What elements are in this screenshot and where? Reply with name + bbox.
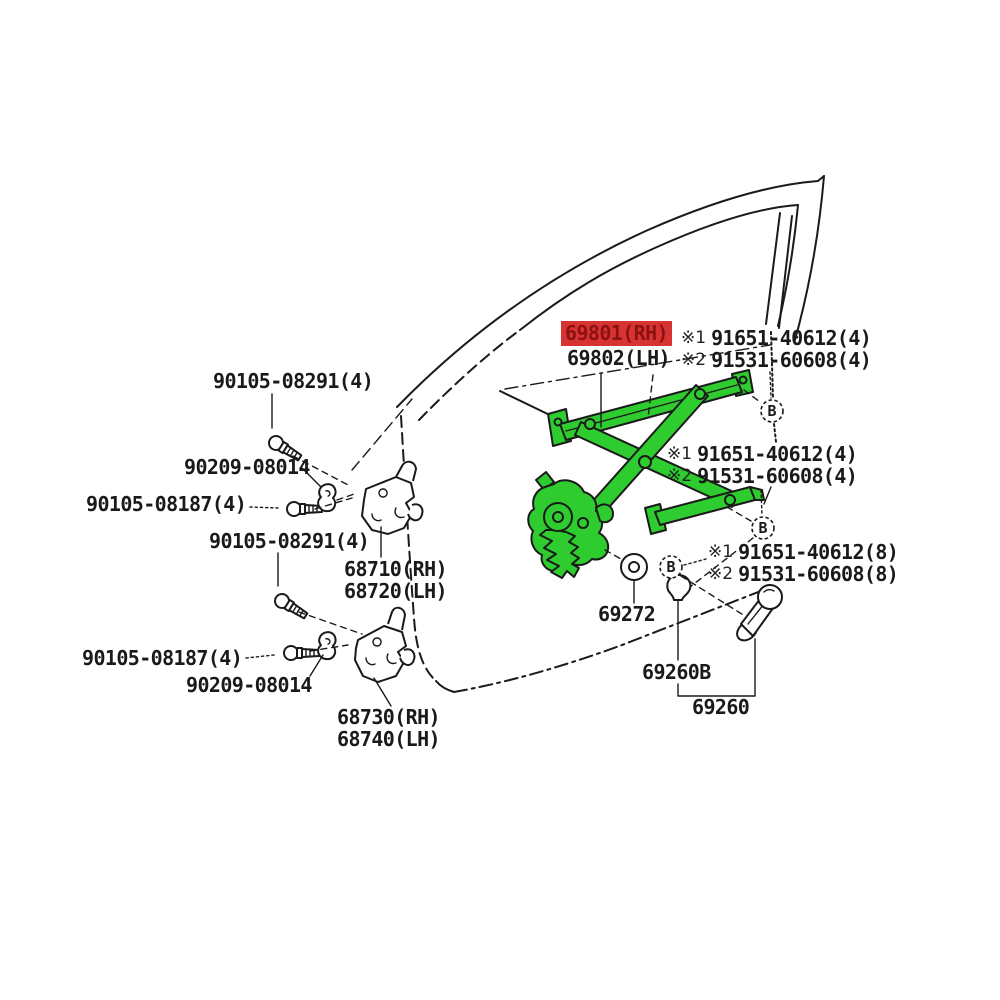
part-label-handle-pad: 69260B xyxy=(642,660,711,684)
window-regulator-drawing xyxy=(527,369,765,579)
part-label-regulator-rh-highlighted: 69801(RH) xyxy=(561,321,672,346)
b-marker: B xyxy=(751,516,775,540)
fastener-number: 91651-40612(8) xyxy=(738,540,899,564)
door-window-frame xyxy=(351,175,825,693)
reference-mark-1: ※1 xyxy=(708,542,734,562)
b-marker: B xyxy=(659,555,683,579)
fastener-note-upper-line1: ※1 91651-40612(4) xyxy=(681,326,872,350)
part-label-upper-hinge-lh: 68720(LH) xyxy=(344,579,448,603)
door-bottom-edge xyxy=(453,588,767,693)
fastener-note-middle-line2: ※2 91531-60608(4) xyxy=(667,464,858,488)
fastener-number: 91651-40612(4) xyxy=(697,442,858,466)
part-label-upper-hinge-rh: 68710(RH) xyxy=(344,557,448,581)
regulator-sector-gear xyxy=(539,529,580,579)
reference-mark-1: ※1 xyxy=(667,444,693,464)
b-marker-letter: B xyxy=(666,558,675,576)
door-front-edge xyxy=(400,415,437,682)
part-label-bolt-187-top: 90105-08187(4) xyxy=(86,492,247,516)
fastener-number: 91651-40612(4) xyxy=(711,326,872,350)
fastener-note-middle-line1: ※1 91651-40612(4) xyxy=(667,442,858,466)
leader-lines xyxy=(245,371,772,707)
window-crank-handle-icon xyxy=(736,584,783,642)
lower-hinge-drawing xyxy=(354,606,416,683)
glass-edge-line xyxy=(504,344,771,390)
part-label-lower-hinge: 68730(RH) 68740(LH) xyxy=(337,705,441,751)
reference-mark-2: ※2 xyxy=(708,564,734,584)
part-label-roller: 69272 xyxy=(598,602,656,626)
grommet-icon xyxy=(317,631,337,661)
division-bar-line xyxy=(765,212,781,325)
fastener-number: 91531-60608(4) xyxy=(697,464,858,488)
part-label-grommet-top: 90209-08014 xyxy=(184,455,310,479)
part-label-regulator-lh: 69802(LH) xyxy=(567,346,671,370)
upper-hinge-drawing xyxy=(361,460,424,535)
part-label-lower-hinge-rh: 68730(RH) xyxy=(337,705,441,729)
part-label-bolt-291-mid: 90105-08291(4) xyxy=(209,529,370,553)
part-label-bolt-291-top: 90105-08291(4) xyxy=(213,369,374,393)
fastener-note-lower-line1: ※1 91651-40612(8) xyxy=(708,540,899,564)
bolt-icon xyxy=(274,593,309,620)
handle-pad-icon xyxy=(666,573,692,601)
reference-mark-2: ※2 xyxy=(667,466,693,486)
b-marker: B xyxy=(760,399,784,423)
belt-line xyxy=(351,398,413,471)
b-marker-letter: B xyxy=(758,519,767,537)
part-label-handle: 69260 xyxy=(692,695,750,719)
bolt-icon xyxy=(268,435,303,462)
fastener-note-lower-line2: ※2 91531-60608(8) xyxy=(708,562,899,586)
reference-mark-1: ※1 xyxy=(681,328,707,348)
bolt-icon xyxy=(286,501,323,517)
fastener-note-upper-line2: ※2 91531-60608(4) xyxy=(681,348,872,372)
part-label-upper-hinge: 68710(RH) 68720(LH) xyxy=(344,557,448,603)
fastener-number: 91531-60608(4) xyxy=(711,348,872,372)
b-marker-letter: B xyxy=(767,402,776,420)
bolt-icon xyxy=(283,645,320,661)
reference-mark-2: ※2 xyxy=(681,350,707,370)
part-label-bolt-187-bottom: 90105-08187(4) xyxy=(82,646,243,670)
roller-washer-icon xyxy=(620,553,648,581)
part-label-grommet-bottom: 90209-08014 xyxy=(186,673,312,697)
fastener-number: 91531-60608(8) xyxy=(738,562,899,586)
part-label-lower-hinge-lh: 68740(LH) xyxy=(337,727,441,751)
